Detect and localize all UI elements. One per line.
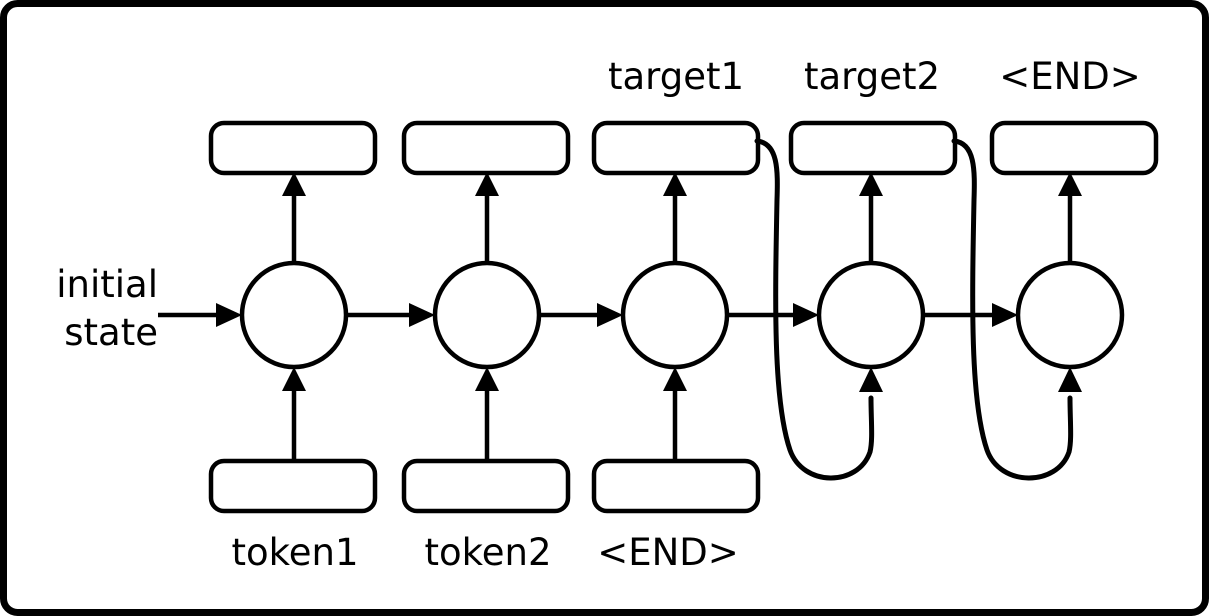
input-arrow-1-head [282, 367, 306, 391]
input-box-1 [208, 458, 378, 514]
input-box-3 [591, 458, 761, 514]
bottom-label-end: <END> [597, 531, 739, 574]
state-arrow-4-head [992, 303, 1018, 327]
bottom-label-token1: token1 [231, 531, 358, 574]
feedback-arrow-head-2 [1058, 367, 1082, 392]
state-arrow-2-head [597, 303, 623, 327]
output-box-4 [788, 120, 958, 176]
initial-state-label-line1: initial [56, 263, 158, 306]
state-arrow-3-head [793, 303, 819, 327]
state-arrow-1-head [409, 303, 435, 327]
feedback-curve-2 [951, 138, 1074, 481]
output-box-5 [989, 120, 1159, 176]
output-arrow-1-head [282, 172, 306, 196]
top-label-end: <END> [999, 55, 1141, 98]
initial-state-arrow-head [216, 303, 242, 327]
output-box-2 [401, 120, 571, 176]
initial-state-label-line2: state [64, 311, 158, 354]
output-arrow-3-head [663, 172, 687, 196]
top-label-target1: target1 [608, 55, 744, 98]
rnn-cell-5 [1015, 260, 1125, 370]
input-box-2 [401, 458, 571, 514]
output-arrow-4-head [859, 172, 883, 196]
input-arrow-3-head [663, 367, 687, 391]
top-label-target2: target2 [804, 55, 940, 98]
output-box-1 [208, 120, 378, 176]
feedback-curve-1 [754, 138, 875, 481]
rnn-cell-4 [816, 260, 926, 370]
bottom-label-token2: token2 [424, 531, 551, 574]
rnn-cell-3 [620, 260, 730, 370]
output-arrow-5-head [1058, 172, 1082, 196]
input-arrow-2-head [475, 367, 499, 391]
rnn-cell-2 [432, 260, 542, 370]
feedback-arrow-head-1 [859, 367, 883, 392]
output-arrow-2-head [475, 172, 499, 196]
rnn-cell-1 [239, 260, 349, 370]
output-box-3 [591, 120, 761, 176]
